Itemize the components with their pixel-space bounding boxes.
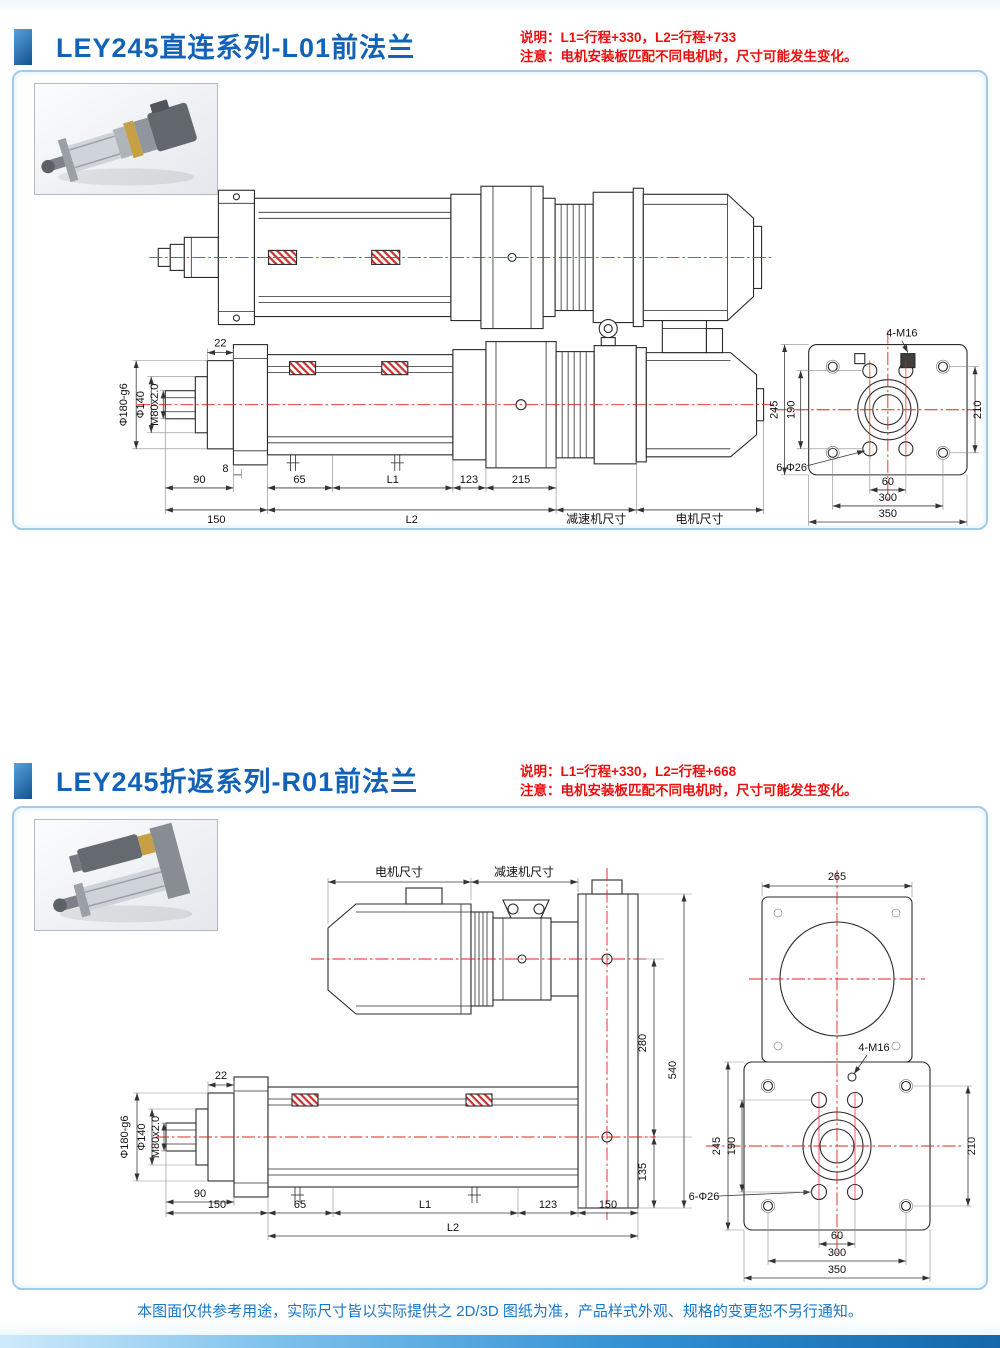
r01-product-render xyxy=(53,822,193,923)
r01-dim-phi140: Φ140 xyxy=(136,1123,148,1150)
r01-header-accent xyxy=(14,763,32,799)
l01-dim-90: 90 xyxy=(193,474,205,486)
l01-flange-dimensions: 4-M16 6-Φ26 245 190 210 60 xyxy=(769,328,984,526)
l01-dim-8: 8 xyxy=(222,463,228,475)
l01-dim-215: 215 xyxy=(512,474,530,486)
r01-dim-150a: 150 xyxy=(208,1199,226,1211)
r01-top-view xyxy=(327,879,639,1209)
r01-dim-motor: 电机尺寸 xyxy=(375,865,423,879)
r01-dim-m80: M80x2.0 xyxy=(150,1116,162,1158)
l01-drawing-panel: Φ180-g6 Φ140 M80x2.0 22 8 xyxy=(12,70,988,530)
r01-dim-540: 540 xyxy=(667,1061,679,1079)
l01-header-accent xyxy=(14,29,32,65)
r01-dim-90: 90 xyxy=(194,1188,206,1200)
l01-flange-190: 190 xyxy=(786,401,798,419)
r01-dim-265: 265 xyxy=(828,871,846,883)
l01-dimensions: Φ180-g6 Φ140 M80x2.0 22 8 xyxy=(118,338,764,526)
l01-note-warning: 注意：电机安装板匹配不同电机时，尺寸可能发生变化。 xyxy=(520,49,858,64)
l01-dim-m80: M80x2.0 xyxy=(149,384,161,426)
r01-flange-m16: 4-M16 xyxy=(858,1042,889,1054)
r01-flange-60: 60 xyxy=(831,1230,843,1242)
r01-dim-L1: L1 xyxy=(419,1199,431,1211)
r01-drawing-panel: 电机尺寸 减速机尺寸 280 135 540 xyxy=(12,806,988,1290)
r01-dim-280: 280 xyxy=(637,1034,649,1052)
r01-dim-phi180: Φ180-g6 xyxy=(119,1115,131,1158)
l01-dim-65: 65 xyxy=(293,474,305,486)
r01-dim-123: 123 xyxy=(539,1199,557,1211)
l01-flange-60: 60 xyxy=(882,476,894,488)
l01-technical-drawing: Φ180-g6 Φ140 M80x2.0 22 8 xyxy=(118,185,984,526)
r01-dim-gearbox: 减速机尺寸 xyxy=(494,865,554,879)
r01-flange-210: 210 xyxy=(966,1137,978,1155)
r01-dim-135: 135 xyxy=(637,1163,649,1181)
r01-title: LEY245折返系列-R01前法兰 xyxy=(56,767,419,797)
l01-dim-22: 22 xyxy=(214,338,226,350)
l01-dim-L2: L2 xyxy=(406,514,418,526)
r01-flange-190: 190 xyxy=(726,1137,738,1155)
l01-dim-phi140: Φ140 xyxy=(135,391,147,418)
r01-top-dimensions: 电机尺寸 减速机尺寸 280 135 540 xyxy=(327,865,692,1209)
r01-dim-L2: L2 xyxy=(447,1222,459,1234)
r01-product-photo xyxy=(34,819,218,931)
l01-flange-300: 300 xyxy=(879,492,897,504)
l01-header: LEY245直连系列-L01前法兰 说明：L1=行程+330，L2=行程+733… xyxy=(14,26,988,72)
l01-dim-150: 150 xyxy=(207,514,225,526)
r01-technical-drawing: 电机尺寸 减速机尺寸 280 135 540 xyxy=(119,865,978,1282)
l01-front-view xyxy=(164,318,765,471)
l01-product-render xyxy=(41,99,197,186)
l01-note-spec: 说明：L1=行程+330，L2=行程+733 xyxy=(520,30,737,45)
l01-product-photo xyxy=(34,83,218,195)
r01-flange-dimensions: 265 4-M16 6-Φ26 245 190 210 xyxy=(689,871,978,1282)
l01-flange-245: 245 xyxy=(769,401,781,419)
l01-dim-motor: 电机尺寸 xyxy=(675,512,723,526)
l01-dim-gearbox: 减速机尺寸 xyxy=(566,512,626,526)
r01-front-view xyxy=(165,1076,579,1203)
r01-flange-phi26: 6-Φ26 xyxy=(689,1191,720,1203)
r01-dim-22: 22 xyxy=(215,1070,227,1082)
r01-dim-65: 65 xyxy=(294,1199,306,1211)
r01-flange-300: 300 xyxy=(828,1247,846,1259)
l01-flange-m16: 4-M16 xyxy=(886,328,917,340)
l01-dim-L1: L1 xyxy=(387,474,399,486)
l01-dim-123: 123 xyxy=(460,474,478,486)
l01-title: LEY245直连系列-L01前法兰 xyxy=(56,33,416,63)
r01-note-warning: 注意：电机安装板匹配不同电机时，尺寸可能发生变化。 xyxy=(520,783,858,798)
l01-flange-210: 210 xyxy=(972,401,984,419)
r01-notes: 说明：L1=行程+330，L2=行程+668 注意：电机安装板匹配不同电机时，尺… xyxy=(520,762,858,800)
r01-flange-350: 350 xyxy=(828,1264,846,1276)
bottom-accent-bar xyxy=(0,1335,1000,1348)
footer-disclaimer: 本图面仅供参考用途，实际尺寸皆以实际提供之 2D/3D 图纸为准，产品样式外观、… xyxy=(137,1303,863,1320)
r01-dimensions: Φ180-g6 Φ140 M80x2.0 22 90 xyxy=(119,1070,639,1240)
r01-dim-150b: 150 xyxy=(599,1199,617,1211)
l01-flange-phi26: 6-Φ26 xyxy=(776,462,807,474)
r01-header: LEY245折返系列-R01前法兰 说明：L1=行程+330，L2=行程+668… xyxy=(14,760,988,806)
r01-note-spec: 说明：L1=行程+330，L2=行程+668 xyxy=(520,764,737,779)
l01-notes: 说明：L1=行程+330，L2=行程+733 注意：电机安装板匹配不同电机时，尺… xyxy=(520,28,858,66)
l01-flange-350: 350 xyxy=(879,508,897,520)
r01-flange-245: 245 xyxy=(711,1137,723,1155)
l01-dim-phi180: Φ180-g6 xyxy=(118,383,130,426)
